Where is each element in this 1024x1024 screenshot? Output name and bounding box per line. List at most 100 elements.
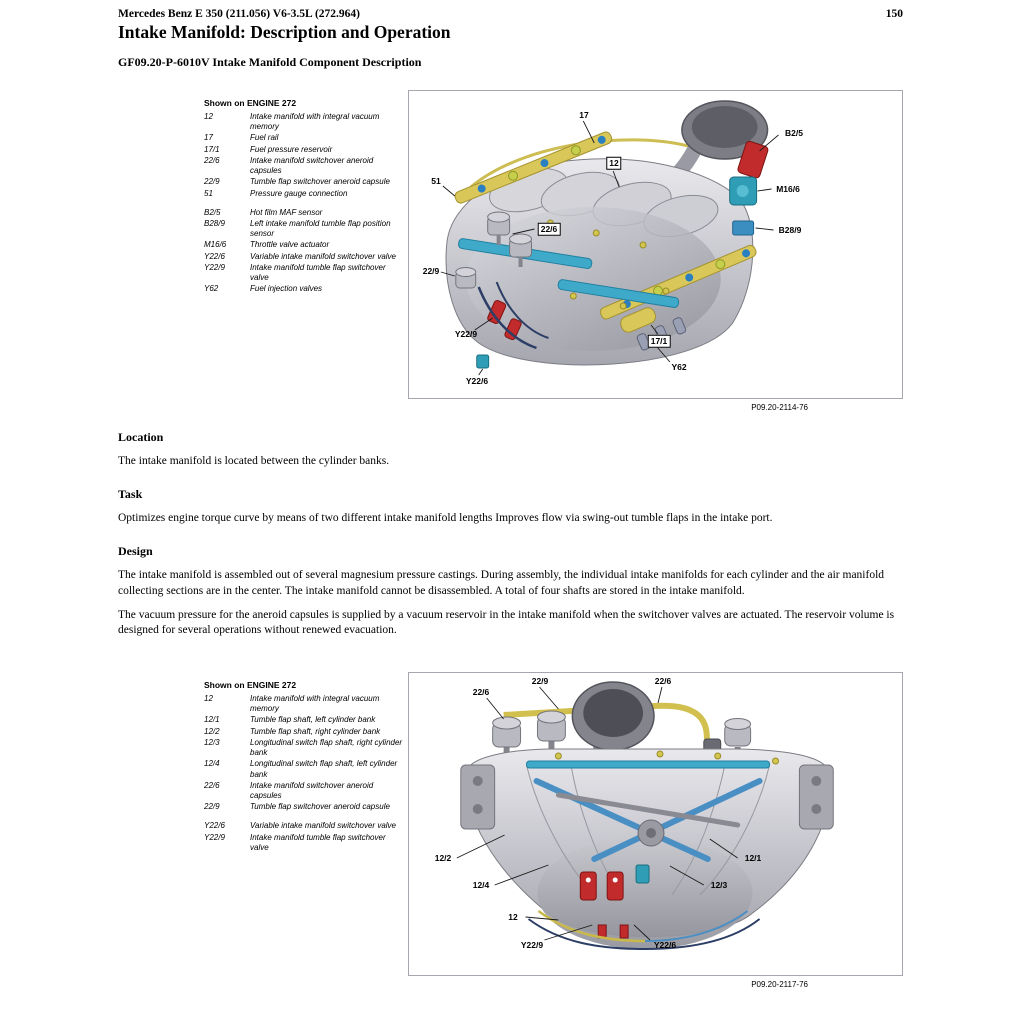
section-heading-location: Location bbox=[118, 430, 164, 444]
legend-desc: Intake manifold tumble flap switchover v… bbox=[250, 832, 386, 852]
legend-desc: Throttle valve actuator bbox=[250, 240, 330, 250]
callout-y22-6: Y22/6 bbox=[465, 375, 489, 386]
callout-b2-5: B2/5 bbox=[785, 127, 803, 138]
leader-lines bbox=[440, 120, 779, 376]
legend-desc: Fuel rail bbox=[250, 133, 279, 143]
callout-22-6: 22/6 bbox=[472, 686, 490, 697]
callout-22-9: 22/9 bbox=[422, 265, 440, 276]
figure2-id: P09.20-2117-76 bbox=[751, 980, 808, 990]
section-paragraph-design-2: The vacuum pressure for the aneroid caps… bbox=[118, 608, 895, 636]
callout-y22-6: Y22/6 bbox=[653, 939, 677, 950]
figure1-id: P09.20-2114-76 bbox=[751, 403, 808, 412]
legend-row: B2/5 Hot film MAF sensor bbox=[204, 208, 408, 218]
page-header: Mercedes Benz E 350 (211.056) V6-3.5L (2… bbox=[118, 8, 903, 20]
legend-desc: Intake manifold with integral vacuum mem… bbox=[250, 693, 380, 714]
tumble-flap-position-sensor bbox=[732, 220, 755, 236]
legend-desc: Intake manifold switchover aneroid capsu… bbox=[250, 155, 374, 176]
legend-desc: Fuel injection valves bbox=[250, 284, 323, 294]
side-brackets bbox=[460, 764, 834, 830]
legend-key: 51 bbox=[204, 188, 213, 198]
fuel-rail-left bbox=[454, 131, 613, 204]
figure1-legend: Shown on ENGINE 272 12 Intake manifold wit… bbox=[204, 90, 408, 304]
throttle-body bbox=[571, 681, 655, 751]
legend-key: 12 bbox=[204, 693, 213, 703]
callout-12-2: 12/2 bbox=[434, 852, 452, 863]
callout-12: 12 bbox=[508, 911, 518, 922]
callout-m16-6: M16/6 bbox=[776, 183, 800, 194]
legend-key: Y22/6 bbox=[204, 251, 225, 261]
legend-row: 17/1 Fuel pressure reservoir bbox=[204, 145, 408, 155]
legend-key: M16/6 bbox=[204, 240, 227, 250]
throttle-valve-actuator bbox=[729, 176, 758, 206]
vacuum-lines bbox=[527, 910, 761, 951]
flap-shafts bbox=[526, 760, 771, 863]
callout-b28-9: B28/9 bbox=[778, 224, 802, 235]
section-heading-task: Task bbox=[118, 487, 143, 502]
legend-row: 12 Intake manifold with integral vacuum m… bbox=[204, 112, 408, 132]
switchover-valves-bottom bbox=[579, 864, 650, 939]
header-vehicle-title: Mercedes Benz E 350 (211.056) V6-3.5L (2… bbox=[118, 8, 361, 20]
component-description-title: GF09.20-P-6010V Intake Manifold Componen… bbox=[118, 55, 422, 69]
legend-key: B2/5 bbox=[204, 207, 221, 217]
legend-desc: Intake manifold with integral vacuum mem… bbox=[250, 111, 380, 132]
legend-row: B28/9 Left intake manifold tumble flap po… bbox=[204, 219, 408, 239]
fuel-pressure-reservoir bbox=[620, 307, 657, 333]
callout-51: 51 bbox=[431, 175, 441, 186]
legend-desc: Pressure gauge connection bbox=[250, 188, 348, 198]
document-title: Intake Manifold: Description and Operati… bbox=[118, 22, 451, 42]
legend-key: 17/1 bbox=[204, 144, 220, 154]
legend-key: Y22/9 bbox=[204, 832, 225, 842]
legend-key: Y22/6 bbox=[204, 821, 225, 831]
legend-row: 22/9 Tumble flap switchover aneroid capsu… bbox=[204, 177, 408, 187]
legend-desc: Left intake manifold tumble flap positio… bbox=[250, 218, 391, 239]
legend-row: Y22/6 Variable intake manifold switchover… bbox=[204, 252, 408, 262]
legend-desc: Longitudinal switch flap shaft, right cy… bbox=[250, 737, 403, 758]
legend-key: 22/6 bbox=[204, 780, 220, 790]
legend-desc: Variable intake manifold switchover valv… bbox=[250, 251, 396, 261]
legend-desc: Hot film MAF sensor bbox=[250, 207, 323, 217]
aneroid-capsules bbox=[455, 211, 533, 289]
legend-desc: Longitudinal switch flap shaft, left cyl… bbox=[250, 759, 398, 779]
legend-row: 51 Pressure gauge connection bbox=[204, 189, 408, 199]
legend-desc: Intake manifold tumble flap switchover v… bbox=[250, 262, 386, 283]
section-paragraph-task: Optimizes engine torque curve by means o… bbox=[118, 512, 773, 525]
callout-12-1: 12/1 bbox=[744, 852, 762, 863]
legend-row: 12 Intake manifold with integral vacuum m… bbox=[204, 694, 408, 714]
callout-12-4: 12/4 bbox=[472, 879, 490, 890]
section-paragraph-design-1: The intake manifold is assembled out of … bbox=[118, 569, 885, 597]
legend-key: 22/9 bbox=[204, 177, 220, 187]
callout-12-3: 12/3 bbox=[710, 879, 728, 890]
callout-12: 12 bbox=[606, 156, 622, 170]
engine-272-isometric-illustration bbox=[440, 100, 779, 376]
callout-y22-9: Y22/9 bbox=[520, 939, 544, 950]
figure2-block: Shown on ENGINE 272 12 Intake manifold wit… bbox=[118, 672, 903, 989]
callout-17: 17 bbox=[579, 109, 589, 120]
legend-key: 12 bbox=[204, 111, 213, 121]
callout-22-6: 22/6 bbox=[537, 222, 561, 236]
leader-lines bbox=[456, 686, 738, 941]
engine-272-front-illustration bbox=[456, 681, 834, 951]
section-heading-design: Design bbox=[118, 544, 153, 559]
section-paragraph-location: The intake manifold is located between t… bbox=[118, 455, 390, 467]
legend-desc: Tumble flap shaft, right cylinder bank bbox=[250, 726, 381, 736]
legend-desc: Fuel pressure reservoir bbox=[250, 144, 333, 154]
page-number: 150 bbox=[885, 8, 903, 20]
legend-title: Shown on ENGINE 272 bbox=[204, 680, 297, 691]
legend-desc: Tumble flap switchover aneroid capsule bbox=[250, 177, 390, 187]
legend-key: 12/4 bbox=[204, 759, 220, 769]
legend-title: Shown on ENGINE 272 bbox=[204, 98, 297, 108]
legend-key: B28/9 bbox=[204, 218, 225, 228]
legend-row: 12/4 Longitudinal switch flap shaft, left… bbox=[204, 759, 408, 779]
figure1-block: Shown on ENGINE 272 12 Intake manifold wit… bbox=[118, 90, 903, 412]
